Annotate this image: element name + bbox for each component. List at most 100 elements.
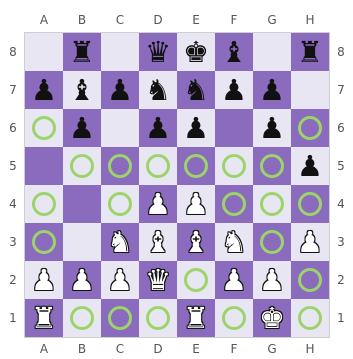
move-hint-icon[interactable] (32, 192, 56, 216)
square-e2[interactable] (177, 261, 215, 299)
black-pawn-icon[interactable]: ♟ (63, 109, 101, 147)
black-pawn-icon[interactable]: ♟ (291, 147, 329, 185)
black-knight-icon[interactable]: ♞ (177, 71, 215, 109)
move-hint-icon[interactable] (260, 192, 284, 216)
square-b7[interactable]: ♝ (63, 71, 101, 109)
white-pawn-icon[interactable]: ♟ (139, 185, 177, 223)
white-pawn-icon[interactable]: ♟ (25, 261, 63, 299)
move-hint-icon[interactable] (70, 154, 94, 178)
square-a1[interactable]: ♜ (25, 299, 63, 337)
square-e8[interactable]: ♚ (177, 33, 215, 71)
square-h8[interactable]: ♜ (291, 33, 329, 71)
square-d6[interactable]: ♟ (139, 109, 177, 147)
square-g7[interactable]: ♟ (253, 71, 291, 109)
move-hint-icon[interactable] (260, 230, 284, 254)
square-h4[interactable] (291, 185, 329, 223)
square-a4[interactable] (25, 185, 63, 223)
square-b8[interactable]: ♜ (63, 33, 101, 71)
square-g1[interactable]: ♚ (253, 299, 291, 337)
square-b2[interactable]: ♟ (63, 261, 101, 299)
white-pawn-icon[interactable]: ♟ (63, 261, 101, 299)
square-f8[interactable]: ♝ (215, 33, 253, 71)
square-h5[interactable]: ♟ (291, 147, 329, 185)
square-f4[interactable] (215, 185, 253, 223)
black-pawn-icon[interactable]: ♟ (253, 109, 291, 147)
square-e1[interactable]: ♜ (177, 299, 215, 337)
black-pawn-icon[interactable]: ♟ (177, 109, 215, 147)
move-hint-icon[interactable] (108, 306, 132, 330)
square-c4[interactable] (101, 185, 139, 223)
square-g4[interactable] (253, 185, 291, 223)
square-f3[interactable]: ♞ (215, 223, 253, 261)
square-g5[interactable] (253, 147, 291, 185)
move-hint-icon[interactable] (146, 154, 170, 178)
square-a7[interactable]: ♟ (25, 71, 63, 109)
square-d7[interactable]: ♞ (139, 71, 177, 109)
white-pawn-icon[interactable]: ♟ (177, 185, 215, 223)
square-b6[interactable]: ♟ (63, 109, 101, 147)
white-knight-icon[interactable]: ♞ (215, 223, 253, 261)
square-h2[interactable] (291, 261, 329, 299)
square-d2[interactable]: ♛ (139, 261, 177, 299)
move-hint-icon[interactable] (298, 268, 322, 292)
square-b5[interactable] (63, 147, 101, 185)
move-hint-icon[interactable] (184, 154, 208, 178)
move-hint-icon[interactable] (32, 230, 56, 254)
square-a8[interactable] (25, 33, 63, 71)
white-rook-icon[interactable]: ♜ (25, 299, 63, 337)
square-g2[interactable]: ♟ (253, 261, 291, 299)
square-g3[interactable] (253, 223, 291, 261)
move-hint-icon[interactable] (222, 306, 246, 330)
black-pawn-icon[interactable]: ♟ (253, 71, 291, 109)
move-hint-icon[interactable] (260, 154, 284, 178)
square-d5[interactable] (139, 147, 177, 185)
square-c1[interactable] (101, 299, 139, 337)
square-d4[interactable]: ♟ (139, 185, 177, 223)
white-pawn-icon[interactable]: ♟ (215, 261, 253, 299)
white-pawn-icon[interactable]: ♟ (253, 261, 291, 299)
square-e7[interactable]: ♞ (177, 71, 215, 109)
white-pawn-icon[interactable]: ♟ (101, 261, 139, 299)
square-c6[interactable] (101, 109, 139, 147)
black-king-icon[interactable]: ♚ (177, 33, 215, 71)
square-c5[interactable] (101, 147, 139, 185)
move-hint-icon[interactable] (70, 306, 94, 330)
square-d1[interactable] (139, 299, 177, 337)
white-knight-icon[interactable]: ♞ (101, 223, 139, 261)
square-a3[interactable] (25, 223, 63, 261)
white-rook-icon[interactable]: ♜ (177, 299, 215, 337)
square-h3[interactable]: ♟ (291, 223, 329, 261)
square-d8[interactable]: ♛ (139, 33, 177, 71)
black-rook-icon[interactable]: ♜ (63, 33, 101, 71)
square-e3[interactable]: ♝ (177, 223, 215, 261)
square-b4[interactable] (63, 185, 101, 223)
square-c3[interactable]: ♞ (101, 223, 139, 261)
square-h7[interactable] (291, 71, 329, 109)
move-hint-icon[interactable] (184, 268, 208, 292)
square-a6[interactable] (25, 109, 63, 147)
black-bishop-icon[interactable]: ♝ (215, 33, 253, 71)
white-queen-icon[interactable]: ♛ (139, 261, 177, 299)
black-queen-icon[interactable]: ♛ (139, 33, 177, 71)
square-b3[interactable] (63, 223, 101, 261)
square-e6[interactable]: ♟ (177, 109, 215, 147)
black-pawn-icon[interactable]: ♟ (215, 71, 253, 109)
square-f5[interactable] (215, 147, 253, 185)
white-bishop-icon[interactable]: ♝ (139, 223, 177, 261)
black-pawn-icon[interactable]: ♟ (101, 71, 139, 109)
move-hint-icon[interactable] (108, 154, 132, 178)
black-knight-icon[interactable]: ♞ (139, 71, 177, 109)
square-d3[interactable]: ♝ (139, 223, 177, 261)
move-hint-icon[interactable] (146, 306, 170, 330)
square-e5[interactable] (177, 147, 215, 185)
square-f1[interactable] (215, 299, 253, 337)
square-c2[interactable]: ♟ (101, 261, 139, 299)
square-e4[interactable]: ♟ (177, 185, 215, 223)
white-king-icon[interactable]: ♚ (253, 299, 291, 337)
square-f2[interactable]: ♟ (215, 261, 253, 299)
move-hint-icon[interactable] (298, 306, 322, 330)
black-bishop-icon[interactable]: ♝ (63, 71, 101, 109)
black-rook-icon[interactable]: ♜ (291, 33, 329, 71)
square-g8[interactable] (253, 33, 291, 71)
square-f6[interactable] (215, 109, 253, 147)
